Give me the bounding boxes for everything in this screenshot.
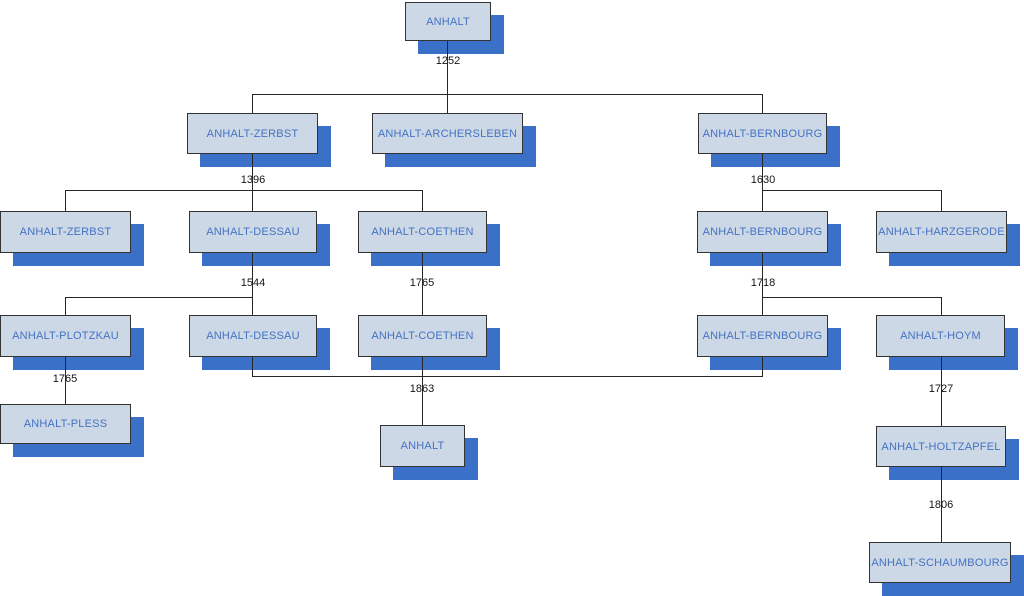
connector-row2-rail	[252, 94, 763, 95]
connector-coethen1-coethen2	[422, 253, 423, 315]
connector-row3-left-rail	[65, 190, 423, 191]
connector-drop-hoym	[941, 297, 942, 315]
node-label: ANHALT-DESSAU	[206, 226, 300, 238]
connector-drop-dessau1	[252, 190, 253, 211]
node-label: ANHALT-COETHEN	[371, 226, 474, 238]
connector-unification-rail	[252, 376, 763, 377]
node-anhalt-zerbst-1[interactable]: ANHALT-ZERBST	[187, 113, 318, 154]
connector-drop-coethen1	[422, 190, 423, 211]
connector-merge-anhalt-final	[422, 357, 423, 425]
year-label-1252: 1252	[435, 55, 461, 67]
node-anhalt-coethen-2[interactable]: ANHALT-COETHEN	[358, 315, 487, 357]
connector-bernbourg2-drop	[762, 253, 763, 297]
year-label-1727: 1727	[928, 383, 954, 395]
connector-drop-harzgerode	[941, 190, 942, 211]
node-anhalt-hoym[interactable]: ANHALT-HOYM	[876, 315, 1005, 357]
node-anhalt-final[interactable]: ANHALT	[380, 425, 465, 467]
year-label-1765-coethen: 1765	[409, 277, 435, 289]
connector-drop-plotzkau	[65, 297, 66, 315]
node-anhalt-harzgerode[interactable]: ANHALT-HARZGERODE	[876, 211, 1007, 253]
node-label: ANHALT-BERNBOURG	[702, 226, 823, 238]
connector-plotzkau-pless	[65, 357, 66, 404]
node-label: ANHALT-HOYM	[900, 330, 981, 342]
node-anhalt-zerbst-2[interactable]: ANHALT-ZERBST	[0, 211, 131, 253]
node-anhalt-dessau-1[interactable]: ANHALT-DESSAU	[189, 211, 317, 253]
node-label: ANHALT-HOLTZAPFEL	[881, 440, 1001, 453]
connector-drop-bernbourg3	[762, 297, 763, 315]
year-label-1806: 1806	[928, 499, 954, 511]
connector-drop-bernbourg1	[762, 94, 763, 113]
node-anhalt-bernbourg-2[interactable]: ANHALT-BERNBOURG	[697, 211, 828, 253]
year-label-1630: 1630	[750, 174, 776, 186]
node-anhalt-pless[interactable]: ANHALT-PLESS	[0, 404, 131, 444]
connector-root-drop	[447, 41, 448, 113]
year-label-1396: 1396	[240, 174, 266, 186]
year-label-1765-plotzkau: 1765	[52, 373, 78, 385]
node-label: ANHALT-HARZGERODE	[878, 226, 1005, 238]
node-label: ANHALT-PLOTZKAU	[12, 330, 119, 342]
node-anhalt-holtzapfel[interactable]: ANHALT-HOLTZAPFEL	[876, 426, 1006, 467]
node-label: ANHALT-ZERBST	[19, 226, 112, 238]
year-label-1863: 1863	[409, 383, 435, 395]
connector-drop-dessau2	[252, 297, 253, 315]
node-anhalt-bernbourg-3[interactable]: ANHALT-BERNBOURG	[697, 315, 828, 357]
connector-bernbourg3-merge	[762, 357, 763, 376]
connector-drop-zerbst1	[252, 94, 253, 113]
year-label-1718: 1718	[750, 277, 776, 289]
connector-drop-zerbst2	[65, 190, 66, 211]
connector-hoym-holtzapfel	[941, 357, 942, 426]
node-label: ANHALT-ARCHERSLEBEN	[377, 127, 518, 140]
node-anhalt-coethen-1[interactable]: ANHALT-COETHEN	[358, 211, 487, 253]
node-label: ANHALT-DESSAU	[206, 330, 300, 342]
node-label: ANHALT	[400, 440, 445, 452]
connector-drop-bernbourg2	[762, 190, 763, 211]
node-label: ANHALT-PLESS	[23, 418, 108, 430]
node-label: ANHALT	[426, 15, 470, 28]
node-label: ANHALT-COETHEN	[371, 330, 474, 342]
node-label: ANHALT-ZERBST	[206, 127, 299, 140]
node-anhalt-dessau-2[interactable]: ANHALT-DESSAU	[189, 315, 317, 357]
node-label: ANHALT-SCHAUMBOURG	[871, 556, 1009, 569]
connector-row4-left-rail	[65, 297, 253, 298]
node-label: ANHALT-BERNBOURG	[702, 127, 823, 140]
node-anhalt-schaumbourg[interactable]: ANHALT-SCHAUMBOURG	[869, 542, 1011, 583]
node-anhalt-bernbourg-1[interactable]: ANHALT-BERNBOURG	[698, 113, 827, 154]
connector-bernbourg1-drop	[762, 154, 763, 190]
connector-row4-right-rail	[762, 297, 942, 298]
connector-holtzapfel-schaumbourg	[941, 467, 942, 542]
connector-dessau1-drop	[252, 253, 253, 297]
connector-dessau2-merge	[252, 357, 253, 376]
node-anhalt-plotzkau[interactable]: ANHALT-PLOTZKAU	[0, 315, 131, 357]
year-label-1544: 1544	[240, 277, 266, 289]
connector-zerbst1-drop	[252, 154, 253, 190]
node-label: ANHALT-BERNBOURG	[702, 330, 823, 342]
connector-row3-right-rail	[762, 190, 942, 191]
node-anhalt-archersleben[interactable]: ANHALT-ARCHERSLEBEN	[372, 113, 523, 154]
node-anhalt-root[interactable]: ANHALT	[405, 2, 491, 41]
